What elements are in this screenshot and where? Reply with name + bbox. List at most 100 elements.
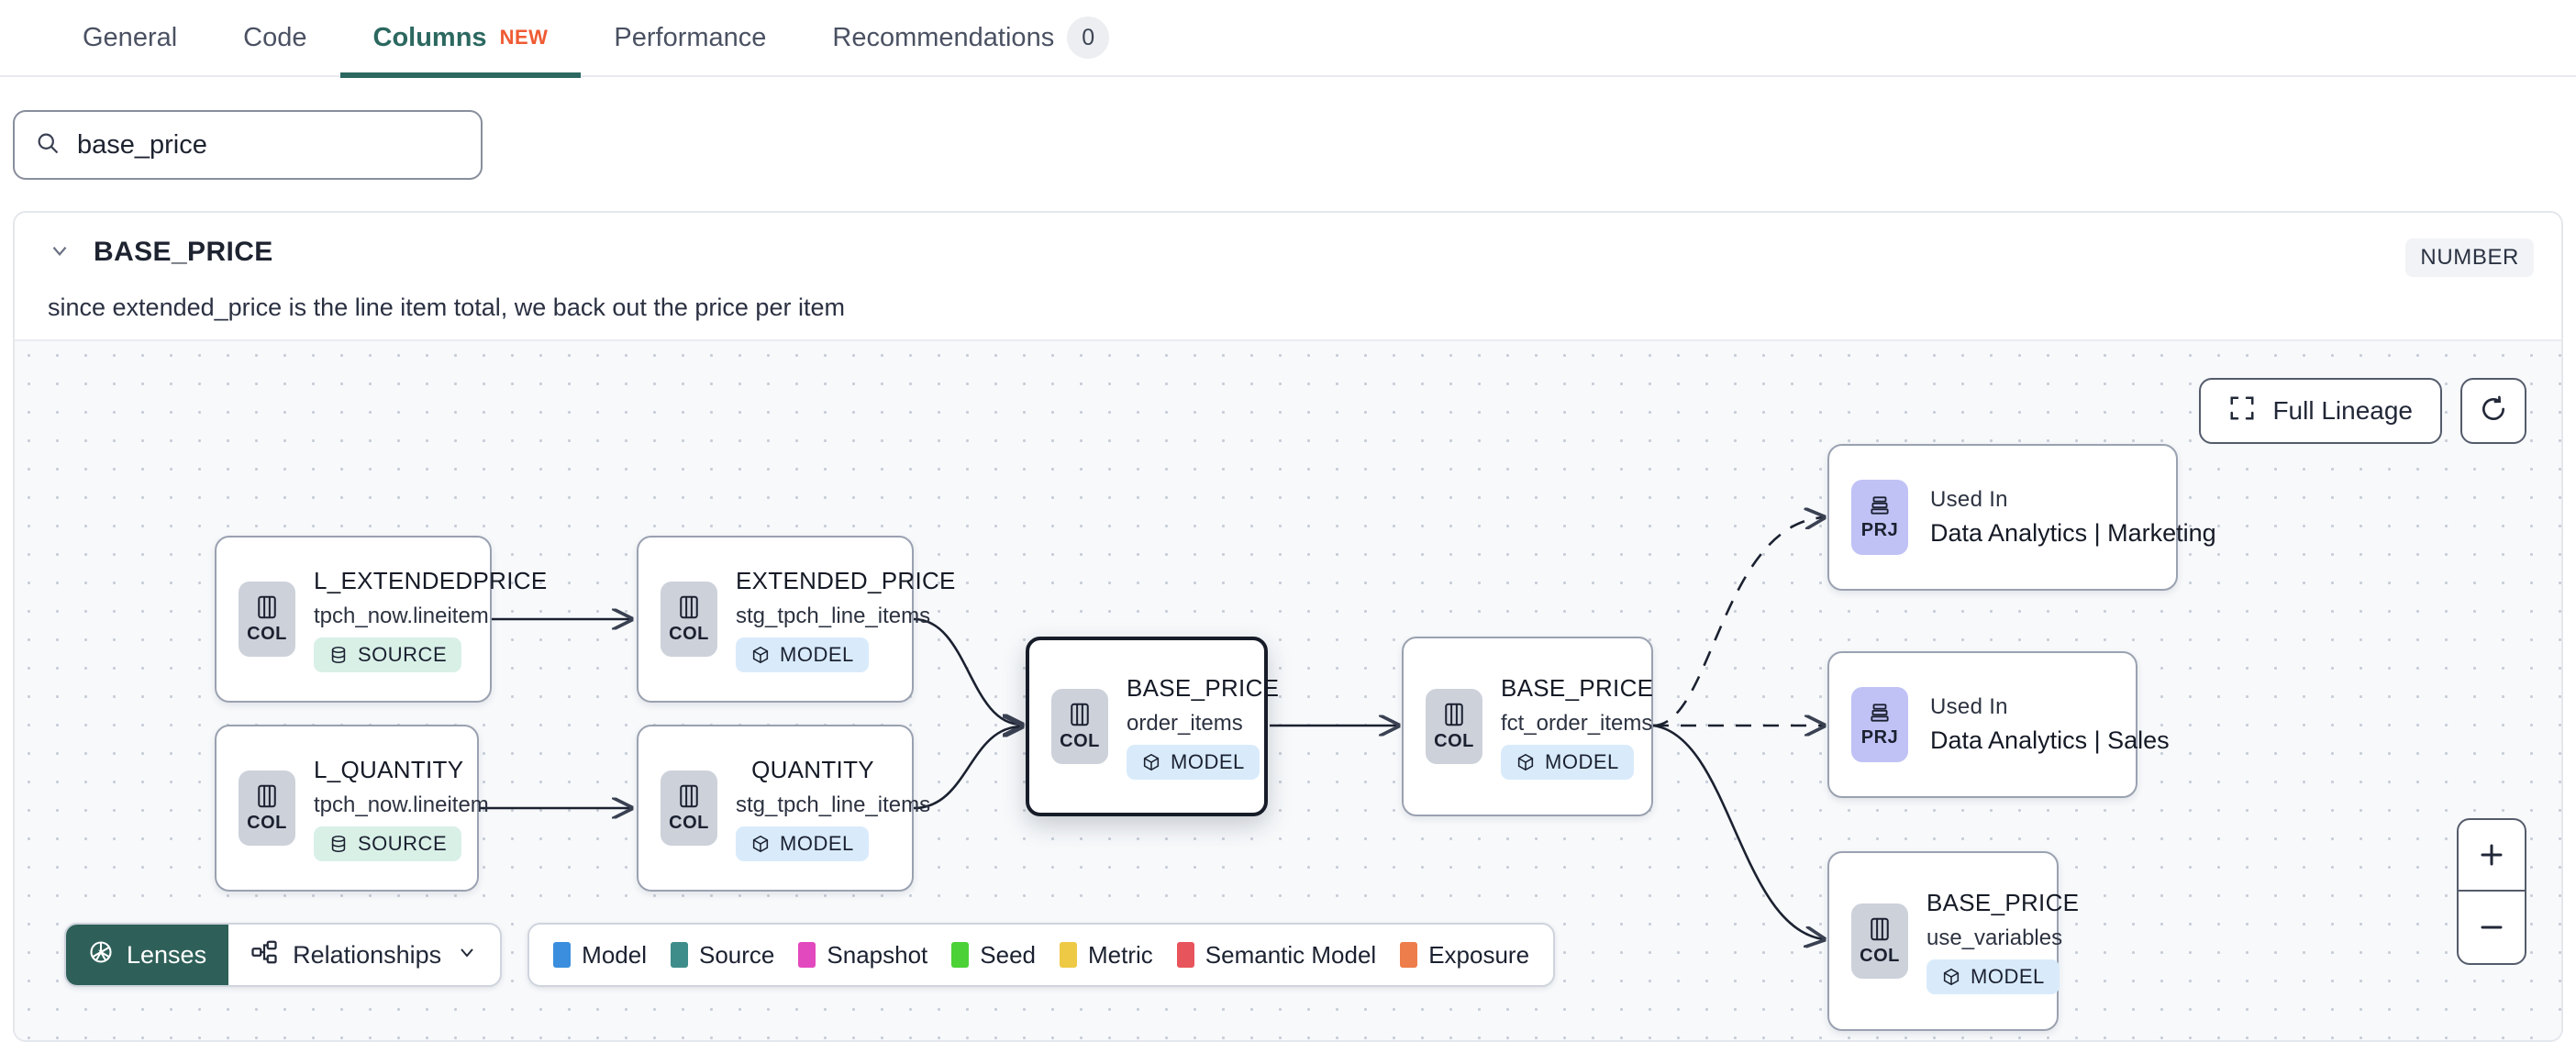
- col-badge-label: COL: [1434, 731, 1474, 751]
- node-type-tag: SOURCE: [314, 637, 462, 672]
- canvas-bottom-toolbar: Lenses Relationships: [64, 923, 1556, 987]
- column-title-row[interactable]: BASE_PRICE: [48, 237, 2528, 268]
- col-badge-label: COL: [1860, 946, 1900, 966]
- chevron-down-icon: [456, 941, 478, 970]
- prj-badge: PRJ: [1851, 687, 1908, 762]
- prj-badge: PRJ: [1851, 480, 1908, 555]
- lineage-legend: Model Source Snapshot Seed Metric: [527, 923, 1556, 987]
- tab-label: Performance: [614, 22, 767, 52]
- lineage-node-quantity[interactable]: COL QUANTITY stg_tpch_line_items MODEL: [637, 725, 931, 892]
- node-subtitle: tpch_now.lineitem: [314, 792, 489, 817]
- col-badge: COL: [661, 770, 717, 846]
- legend-item-metric: Metric: [1060, 941, 1153, 970]
- legend-label: Semantic Model: [1205, 940, 1377, 969]
- tab-label: Recommendations: [832, 22, 1055, 52]
- node-tag-label: MODEL: [1545, 749, 1619, 773]
- search-box[interactable]: [13, 110, 483, 180]
- search-icon: [35, 130, 61, 161]
- lineage-node-l-extendedprice[interactable]: COL L_EXTENDEDPRICE tpch_now.lineitem SO…: [215, 536, 548, 703]
- node-subtitle: stg_tpch_line_items: [736, 792, 931, 817]
- node-tag-label: MODEL: [1971, 964, 2045, 988]
- zoom-out-button[interactable]: [2459, 892, 2525, 963]
- legend-label: Source: [699, 940, 775, 969]
- legend-item-model: Model: [553, 941, 647, 970]
- legend-label: Model: [582, 940, 647, 969]
- legend-label: Seed: [980, 940, 1036, 969]
- node-type-tag: MODEL: [736, 826, 869, 861]
- lineage-node-base-price-order-items[interactable]: COL BASE_PRICE order_items MODEL: [1026, 637, 1280, 816]
- node-title: L_EXTENDEDPRICE: [314, 566, 548, 594]
- canvas-top-controls: Full Lineage: [2199, 378, 2526, 444]
- col-badge-label: COL: [247, 813, 287, 833]
- lineage-node-project-sales[interactable]: PRJ Used In Data Analytics | Sales: [1827, 651, 2170, 798]
- col-badge: COL: [1851, 903, 1908, 979]
- node-tag-label: SOURCE: [358, 831, 448, 855]
- node-tag-label: SOURCE: [358, 642, 448, 666]
- chevron-down-icon[interactable]: [48, 238, 72, 267]
- relationships-icon: [250, 938, 278, 972]
- zoom-controls: [2457, 818, 2526, 965]
- search-container: [13, 110, 483, 180]
- legend-item-exposure: Exposure: [1400, 941, 1529, 970]
- col-badge: COL: [239, 582, 295, 657]
- legend-swatch: [1400, 942, 1418, 968]
- node-subtitle: use_variables: [1926, 925, 2063, 950]
- legend-swatch: [951, 942, 970, 968]
- col-badge: COL: [661, 582, 717, 657]
- lineage-node-project-marketing[interactable]: PRJ Used In Data Analytics | Marketing: [1827, 444, 2216, 591]
- legend-item-source: Source: [671, 941, 774, 970]
- tab-bar: General Code Columns NEW Performance Rec…: [0, 0, 2576, 78]
- tab-code[interactable]: Code: [210, 0, 339, 76]
- node-project-name: Data Analytics | Sales: [1930, 726, 2170, 754]
- recommendations-count-badge: 0: [1067, 17, 1110, 59]
- lenses-label: Lenses: [127, 940, 207, 969]
- tab-label: Columns: [372, 22, 487, 52]
- node-subtitle: order_items: [1127, 710, 1243, 736]
- tab-performance[interactable]: Performance: [581, 0, 799, 76]
- node-type-tag: MODEL: [1127, 744, 1260, 780]
- tab-label: Code: [243, 22, 307, 52]
- node-subtitle: fct_order_items: [1501, 710, 1653, 736]
- col-badge-label: COL: [669, 813, 709, 833]
- tab-general[interactable]: General: [50, 0, 210, 76]
- tab-label: General: [83, 22, 178, 52]
- node-title: BASE_PRICE: [1926, 888, 2080, 916]
- lineage-node-base-price-use-variables[interactable]: COL BASE_PRICE use_variables MODEL: [1827, 851, 2080, 1031]
- legend-label: Snapshot: [827, 940, 928, 969]
- prj-badge-label: PRJ: [1860, 727, 1899, 748]
- legend-item-semantic-model: Semantic Model: [1176, 940, 1377, 970]
- tab-columns[interactable]: Columns NEW: [339, 0, 582, 78]
- node-title: EXTENDED_PRICE: [736, 566, 956, 594]
- col-badge-label: COL: [247, 624, 287, 644]
- column-description: since extended_price is the line item to…: [48, 294, 845, 321]
- relationships-button[interactable]: Relationships: [228, 925, 500, 985]
- node-subtitle: stg_tpch_line_items: [736, 603, 931, 628]
- legend-label: Metric: [1088, 940, 1153, 969]
- node-type-tag: MODEL: [1926, 959, 2060, 994]
- column-detail-panel: BASE_PRICE NUMBER since extended_price i…: [13, 211, 2563, 1042]
- full-lineage-button[interactable]: Full Lineage: [2199, 378, 2442, 444]
- zoom-in-button[interactable]: [2459, 820, 2525, 892]
- lineage-node-l-quantity[interactable]: COL L_QUANTITY tpch_now.lineitem SOURCE: [215, 725, 489, 892]
- search-input[interactable]: [77, 129, 461, 161]
- column-header: BASE_PRICE NUMBER since extended_price i…: [15, 213, 2561, 339]
- legend-swatch: [671, 942, 688, 968]
- lineage-edges: [477, 341, 2561, 1040]
- node-title: BASE_PRICE: [1127, 673, 1280, 702]
- expand-icon: [2228, 394, 2256, 428]
- node-title: L_QUANTITY: [314, 755, 464, 783]
- node-tag-label: MODEL: [1171, 749, 1245, 773]
- node-used-in-label: Used In: [1930, 487, 2008, 512]
- tab-recommendations[interactable]: Recommendations 0: [799, 0, 1142, 76]
- full-lineage-label: Full Lineage: [2272, 396, 2413, 425]
- lineage-node-base-price-fct-order-items[interactable]: COL BASE_PRICE fct_order_items MODEL: [1402, 637, 1653, 816]
- lineage-canvas[interactable]: COL L_EXTENDEDPRICE tpch_now.lineitem SO…: [15, 339, 2561, 1040]
- node-tag-label: MODEL: [780, 831, 854, 855]
- node-tag-label: MODEL: [780, 642, 854, 666]
- refresh-icon: [2479, 394, 2508, 428]
- lineage-node-extended-price[interactable]: COL EXTENDED_PRICE stg_tpch_line_items M…: [637, 536, 956, 703]
- lenses-button[interactable]: Lenses: [66, 925, 229, 985]
- col-badge: COL: [239, 770, 295, 846]
- prj-badge-label: PRJ: [1860, 520, 1899, 540]
- refresh-button[interactable]: [2460, 378, 2526, 444]
